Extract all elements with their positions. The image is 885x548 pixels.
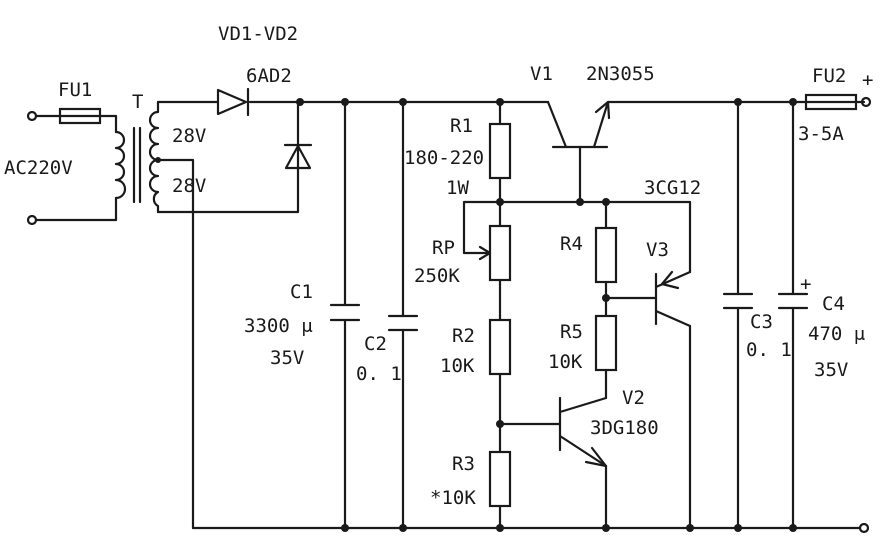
wires [34,100,866,530]
transistor-v2 [558,396,608,468]
label-r4: R4 [560,233,583,255]
label-v3-part: 3CG12 [644,177,701,199]
label-r2-value: 10K [440,355,475,377]
label-c1: C1 [290,281,313,303]
transistor-v3 [654,270,692,328]
label-c3-value: 0. 1 [746,339,792,361]
labels: VD1-VD2 6AD2 FU1 T 28V 28V AC220V V1 2N3… [4,23,873,509]
fuse-fu1 [58,107,102,125]
fuse-fu2 [804,93,858,111]
label-c4-plus: + [800,273,811,295]
capacitor-c2 [387,314,419,332]
label-output-plus: + [862,69,873,91]
diode-vd2 [283,143,313,170]
label-fu1: FU1 [58,79,92,101]
label-r3: R3 [452,453,475,475]
label-c2: C2 [364,333,387,355]
label-secondary-1: 28V [172,125,206,147]
label-secondary-2: 28V [172,175,206,197]
label-c4-value: 470 μ [808,323,865,345]
resistor-r1 [488,122,512,180]
label-r1-power: 1W [446,177,469,199]
terminals [26,96,872,534]
resistor-r3 [488,450,512,508]
capacitor-c4 [777,292,809,310]
label-fu2: FU2 [812,65,846,87]
diode-vd1 [216,87,250,117]
label-v3: V3 [646,239,669,261]
label-c2-value: 0. 1 [356,363,402,385]
label-r3-value: *10K [430,487,476,509]
transformer [114,100,161,214]
label-c4: C4 [822,293,845,315]
label-rp-value: 250K [414,265,460,287]
resistor-r5 [594,314,618,372]
label-v1-part: 2N3055 [586,63,655,85]
label-rp: RP [432,237,455,259]
label-c1-value: 3300 μ [244,315,313,337]
label-r1: R1 [450,115,473,137]
label-ac-input: AC220V [4,157,73,179]
label-r1-value: 180-220 [404,147,484,169]
label-c1-voltage: 35V [270,347,304,369]
rp-wiper-arrow [478,245,492,261]
capacitor-c1 [329,303,361,322]
junction-dots [296,98,797,532]
transistor-v1 [546,100,611,149]
capacitor-c3 [722,292,754,310]
resistor-r4 [594,226,618,284]
label-c4-voltage: 35V [814,359,848,381]
label-r5-value: 10K [548,351,583,373]
label-transformer: T [132,91,143,113]
label-v2-part: 3DG180 [590,417,659,439]
resistor-r2 [488,318,512,376]
potentiometer-rp [488,224,512,282]
label-fu2-rating: 3-5A [798,123,844,145]
label-c3: C3 [750,311,773,333]
label-v1: V1 [530,63,553,85]
label-r5: R5 [560,321,583,343]
label-r2: R2 [452,325,475,347]
label-vd-part: 6AD2 [246,65,292,87]
label-vd: VD1-VD2 [218,23,298,45]
label-v2: V2 [622,387,645,409]
